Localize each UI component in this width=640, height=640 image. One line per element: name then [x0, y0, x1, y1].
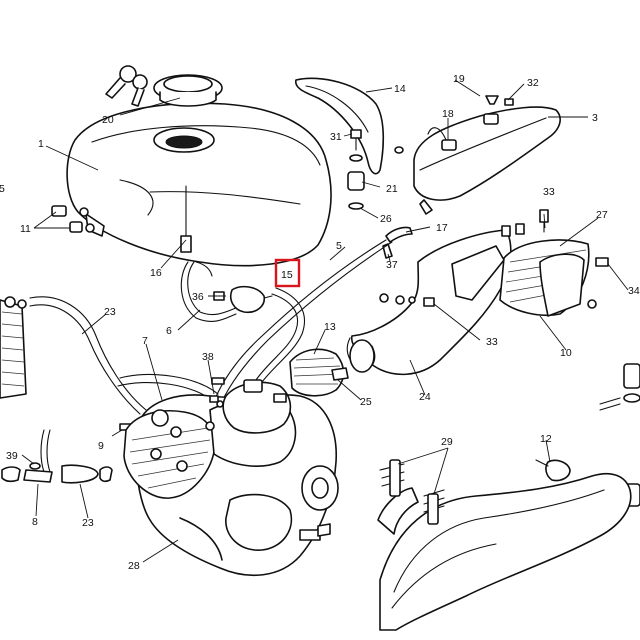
callout-33-lower: 33 — [486, 336, 498, 348]
callout-15-highlight-box — [274, 258, 301, 288]
air-filter-part — [499, 239, 590, 317]
fuel-hoses — [180, 239, 393, 415]
callout-27: 27 — [596, 209, 608, 221]
callout-38: 38 — [202, 351, 214, 363]
callout-15: 15 — [281, 269, 293, 281]
callout-16: 16 — [150, 267, 162, 279]
coolant-hoses — [1, 296, 219, 484]
tank-cover-part — [294, 77, 385, 175]
fuel-tank-part — [66, 102, 332, 267]
leader-lines — [21, 79, 629, 563]
callout-7: 7 — [142, 335, 148, 347]
callout-3: 3 — [592, 112, 598, 124]
callout-labels: 1 3 5 5 6 7 8 9 10 11 12 13 14 15 16 17 … — [0, 73, 640, 572]
callout-1: 1 — [38, 138, 44, 150]
callout-17: 17 — [436, 222, 448, 234]
callout-33-upper: 33 — [543, 186, 555, 198]
callout-11: 11 — [20, 223, 31, 235]
callout-34: 34 — [628, 285, 640, 297]
mounting-bolt-stack — [347, 129, 404, 210]
exhaust-pipe-part — [377, 459, 632, 631]
callout-31: 31 — [330, 131, 342, 143]
oil-line-fittings — [382, 199, 433, 259]
callout-39: 39 — [6, 450, 18, 462]
callout-19: 19 — [453, 73, 465, 85]
callout-18: 18 — [442, 108, 454, 120]
callout-10: 10 — [560, 347, 572, 359]
callout-29: 29 — [441, 436, 453, 448]
callout-21: 21 — [386, 183, 398, 195]
callout-12: 12 — [540, 433, 552, 445]
callout-20: 20 — [102, 114, 114, 126]
radiator-part — [0, 296, 27, 399]
callout-25: 25 — [360, 396, 372, 408]
carburettor-part — [209, 348, 349, 434]
callout-26: 26 — [380, 213, 392, 225]
callout-23-lower: 23 — [82, 517, 94, 529]
fuel-tap-part — [213, 285, 273, 314]
callout-28: 28 — [128, 560, 140, 572]
oil-tank-part — [413, 95, 561, 201]
callout-24: 24 — [419, 391, 431, 403]
callout-8: 8 — [32, 516, 38, 528]
callout-14: 14 — [394, 83, 406, 95]
fuel-cap-part — [105, 65, 223, 107]
tank-mount-bolts — [51, 205, 525, 237]
callout-23-upper: 23 — [104, 306, 116, 318]
callout-9: 9 — [98, 440, 104, 452]
callout-6: 6 — [166, 325, 172, 337]
callout-5-left: 5 — [0, 183, 5, 195]
callout-5: 5 — [336, 240, 342, 252]
callout-36: 36 — [192, 291, 204, 303]
callout-37: 37 — [386, 259, 398, 271]
callout-32: 32 — [527, 77, 539, 89]
callout-13: 13 — [324, 321, 336, 333]
